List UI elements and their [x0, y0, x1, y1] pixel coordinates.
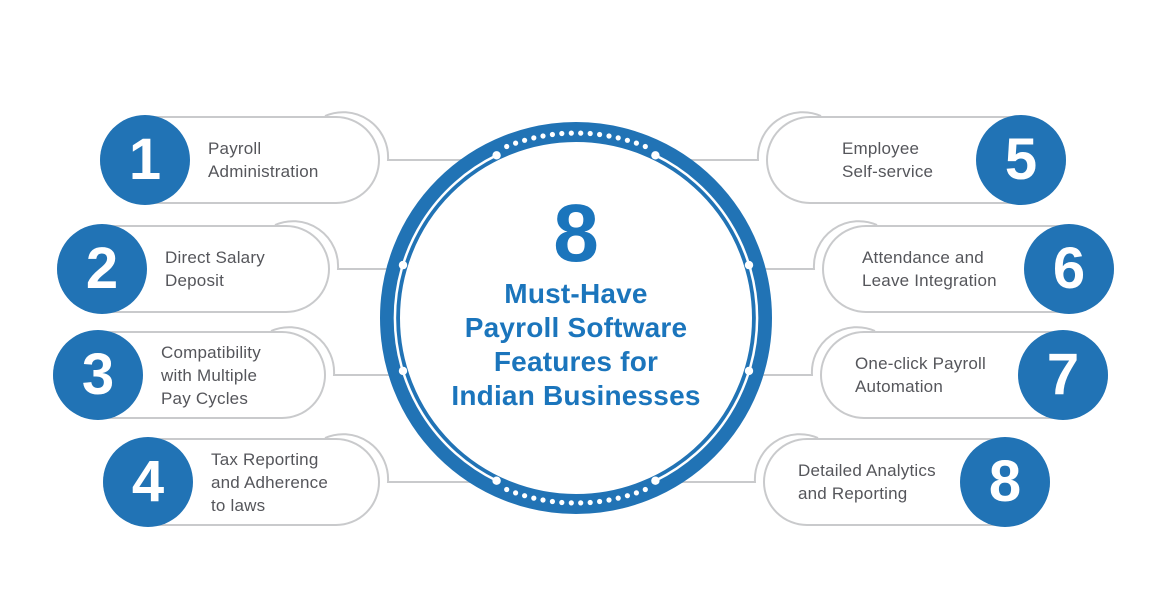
- ring-dot: [531, 495, 537, 501]
- center-ring: [380, 122, 772, 514]
- feature-label-6: Attendance and Leave Integration: [862, 248, 997, 290]
- ring-dot: [540, 497, 546, 503]
- ring-dot: [615, 135, 621, 141]
- ring-dot: [633, 140, 640, 146]
- connector-line-5: [689, 111, 822, 161]
- anchor-dot-5: [651, 151, 660, 160]
- feature-number-badge-5: 5: [976, 115, 1066, 205]
- anchor-dot-3: [398, 366, 408, 376]
- ring-dot: [522, 137, 528, 143]
- anchor-dot-7: [744, 366, 754, 376]
- ring-dot: [504, 143, 510, 150]
- feature-pill-2: 2 Direct Salary Deposit: [57, 224, 330, 314]
- feature-pill-8: Detailed Analytics and Reporting 8: [763, 437, 1050, 527]
- ring-dot: [513, 490, 519, 496]
- ring-dot: [568, 130, 574, 136]
- ring-dot: [549, 131, 556, 138]
- connector-line-4: [324, 433, 470, 483]
- anchor-dot-6: [744, 260, 754, 270]
- ring-dot: [559, 499, 565, 506]
- ring-dot: [597, 498, 603, 505]
- ring-dot: [633, 490, 640, 496]
- anchor-dot-8: [651, 476, 660, 485]
- feature-number-badge-7: 7: [1018, 330, 1108, 420]
- ring-dot: [606, 497, 612, 503]
- dotted-arc-decoration: [504, 130, 648, 506]
- feature-number-badge-3: 3: [53, 330, 143, 420]
- feature-number-badge-1: 1: [100, 115, 190, 205]
- ring-dot: [597, 131, 603, 138]
- feature-label-1: Payroll Administration: [208, 139, 319, 181]
- feature-pill-7: One-click Payroll Automation 7: [820, 330, 1108, 420]
- feature-count: 8: [553, 188, 599, 279]
- anchor-dot-4: [492, 476, 501, 485]
- ring-dot: [522, 493, 528, 499]
- feature-label-4: Tax Reporting and Adherence to laws: [211, 449, 328, 515]
- feature-pill-1: 1 Payroll Administration: [100, 115, 380, 205]
- ring-dot: [615, 495, 621, 501]
- feature-label-3: Compatibility with Multiple Pay Cycles: [161, 342, 261, 408]
- ring-dot: [568, 500, 574, 506]
- ring-dot: [504, 486, 510, 493]
- ring-dot: [549, 498, 556, 505]
- feature-number: 2: [85, 236, 119, 301]
- connector-line-1: [324, 111, 463, 161]
- ring-dot: [513, 140, 519, 146]
- feature-number: 3: [81, 342, 115, 407]
- feature-label-2: Direct Salary Deposit: [165, 248, 265, 290]
- feature-number-badge-6: 6: [1024, 224, 1114, 314]
- feature-number: 5: [1004, 127, 1038, 192]
- infographic-title: Must-Have Payroll Software Features for …: [451, 278, 701, 412]
- connector-line-6: [760, 220, 878, 270]
- inner-arc-left: [393, 154, 498, 482]
- connector-line-2: [274, 220, 392, 270]
- inner-arc-right: [654, 154, 759, 482]
- connector-line-7: [758, 326, 876, 376]
- feature-pill-6: Attendance and Leave Integration 6: [822, 224, 1114, 314]
- connector-line-8: [682, 433, 819, 483]
- ring-dot: [624, 493, 631, 499]
- ring-dot: [642, 143, 648, 150]
- connector-line-3: [270, 326, 394, 376]
- feature-number: 7: [1046, 342, 1080, 407]
- feature-label-5: Employee Self-service: [842, 139, 934, 181]
- ring-dot: [624, 137, 631, 143]
- feature-number-badge-4: 4: [103, 437, 193, 527]
- center-text-block: 8 Must-Have Payroll Software Features fo…: [396, 188, 756, 413]
- feature-label-7: One-click Payroll Automation: [855, 354, 986, 396]
- feature-number-badge-8: 8: [960, 437, 1050, 527]
- ring-dot: [587, 130, 593, 137]
- feature-pill-4: 4 Tax Reporting and Adherence to laws: [103, 437, 380, 527]
- ring-dot: [540, 133, 546, 139]
- feature-pill-5: Employee Self-service 5: [766, 115, 1066, 205]
- feature-number: 8: [988, 449, 1022, 514]
- feature-number: 6: [1052, 236, 1086, 301]
- feature-number: 1: [128, 127, 162, 192]
- anchor-dot-1: [492, 151, 501, 160]
- ring-dot: [559, 130, 565, 137]
- ring-dot: [642, 486, 648, 493]
- feature-number: 4: [131, 449, 165, 514]
- feature-pill-3: 3 Compatibility with Multiple Pay Cycles: [53, 330, 326, 420]
- ring-dot: [578, 130, 584, 136]
- ring-dot: [578, 500, 584, 506]
- ring-dot: [606, 133, 612, 139]
- anchor-dot-2: [398, 260, 408, 270]
- ring-dot: [531, 135, 537, 141]
- feature-number-badge-2: 2: [57, 224, 147, 314]
- ring-dot: [587, 499, 593, 506]
- feature-label-8: Detailed Analytics and Reporting: [798, 461, 936, 503]
